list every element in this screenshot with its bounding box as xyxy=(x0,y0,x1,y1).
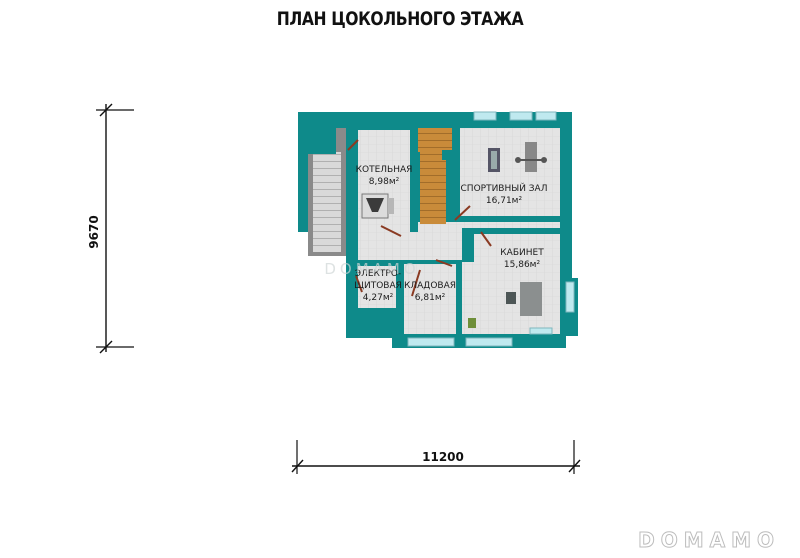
corner-watermark: DOMAMO xyxy=(638,528,780,553)
door-swings xyxy=(347,139,492,297)
center-watermark: DOMAMO xyxy=(324,260,419,278)
room-area: 16,71м² xyxy=(486,196,523,206)
room-label-electrical: ЭЛЕКТРО- ЩИТОВАЯ 4,27м² xyxy=(354,269,402,303)
room-name-line1: ЭЛЕКТРО- xyxy=(355,269,401,279)
room-name: КОТЕЛЬНАЯ xyxy=(356,165,413,175)
desk-icon xyxy=(468,282,542,328)
width-label: 11200 xyxy=(422,450,464,464)
interior-stair xyxy=(418,128,456,224)
room-name: КЛАДОВАЯ xyxy=(404,281,456,291)
room-name: СПОРТИВНЫЙ ЗАЛ xyxy=(461,182,548,194)
room-label-storage: КЛАДОВАЯ 6,81м² xyxy=(404,281,456,303)
room-area: 8,98м² xyxy=(369,177,400,187)
room-name-line2: ЩИТОВАЯ xyxy=(354,281,402,291)
room-area: 15,86м² xyxy=(504,260,541,270)
room-label-office: КАБИНЕТ 15,86м² xyxy=(500,248,544,270)
plan-title: ПЛАН ЦОКОЛЬНОГО ЭТАЖА xyxy=(276,8,524,30)
room-name: КАБИНЕТ xyxy=(500,248,544,258)
room-area: 4,27м² xyxy=(363,293,394,303)
width-dimension: 11200 xyxy=(291,440,581,474)
height-dimension: 9670 xyxy=(87,103,134,354)
boiler-icon xyxy=(361,193,394,219)
interior-walls xyxy=(346,128,560,338)
gym-equipment-icon xyxy=(488,142,547,172)
room-area: 6,81м² xyxy=(415,293,446,303)
room-label-boiler: КОТЕЛЬНАЯ 8,98м² xyxy=(356,165,413,187)
height-label: 9670 xyxy=(87,215,101,248)
windows xyxy=(407,111,575,347)
room-label-gym: СПОРТИВНЫЙ ЗАЛ 16,71м² xyxy=(461,182,548,206)
